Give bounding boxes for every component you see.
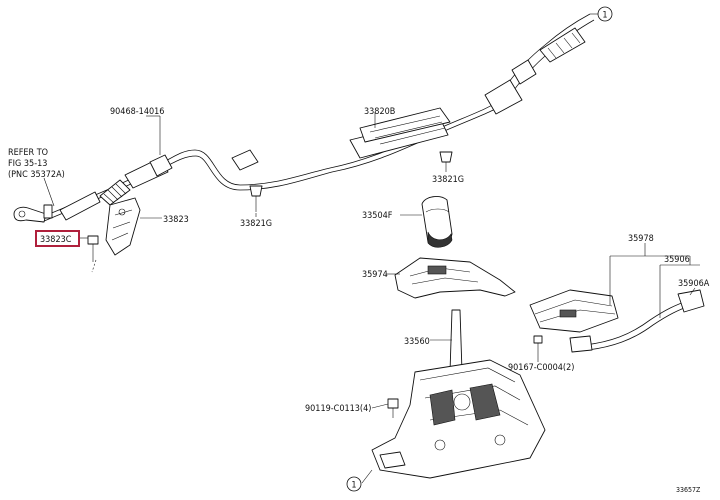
label-33821g-right[interactable]: 33821G <box>432 175 464 185</box>
screw-90167 <box>533 335 543 356</box>
ref-top-label: 1 <box>602 11 607 21</box>
label-33504f[interactable]: 33504F <box>362 211 393 221</box>
label-90468-14016[interactable]: 90468-14016 <box>110 107 164 117</box>
bracket-33823 <box>105 197 141 256</box>
clip-33821g-right <box>439 151 453 168</box>
highlight-box <box>35 230 80 247</box>
label-35906a[interactable]: 35906A <box>678 279 710 289</box>
label-33821g-left[interactable]: 33821G <box>240 219 272 229</box>
clip-33821g-left <box>249 185 263 212</box>
label-90119-c0113[interactable]: 90119-C0113(4) <box>305 404 371 414</box>
diagram-id: 33657Z <box>676 486 701 494</box>
ref-marker-bottom: 1 <box>346 476 362 492</box>
bolt-90119 <box>387 398 399 418</box>
shift-cable <box>13 13 595 223</box>
label-33823[interactable]: 33823 <box>163 215 189 225</box>
label-33823c[interactable]: 33823C <box>40 235 72 245</box>
indicator-35974 <box>394 257 516 299</box>
label-refer-1: REFER TO <box>8 148 48 158</box>
label-refer-2: FIG 35-13 <box>8 159 47 169</box>
ref-bottom-label: 1 <box>351 481 356 491</box>
label-35906[interactable]: 35906 <box>664 255 690 265</box>
shift-lever-33560 <box>371 309 546 479</box>
shift-knob-33504f <box>421 196 453 248</box>
label-refer-3[interactable]: (PNC 35372A) <box>8 170 65 180</box>
ref-marker-top: 1 <box>597 6 613 22</box>
bolt-33823c <box>87 235 99 273</box>
control-unit-35978 <box>529 289 619 333</box>
label-33560[interactable]: 33560 <box>404 337 430 347</box>
label-90167-c0004[interactable]: 90167-C0004(2) <box>508 363 574 373</box>
label-35978[interactable]: 35978 <box>628 234 654 244</box>
label-33820b[interactable]: 33820B <box>364 107 395 117</box>
leader-lines <box>43 13 700 484</box>
highlighted-part-33823c[interactable]: 33823C <box>35 230 80 247</box>
label-35974[interactable]: 35974 <box>362 270 388 280</box>
